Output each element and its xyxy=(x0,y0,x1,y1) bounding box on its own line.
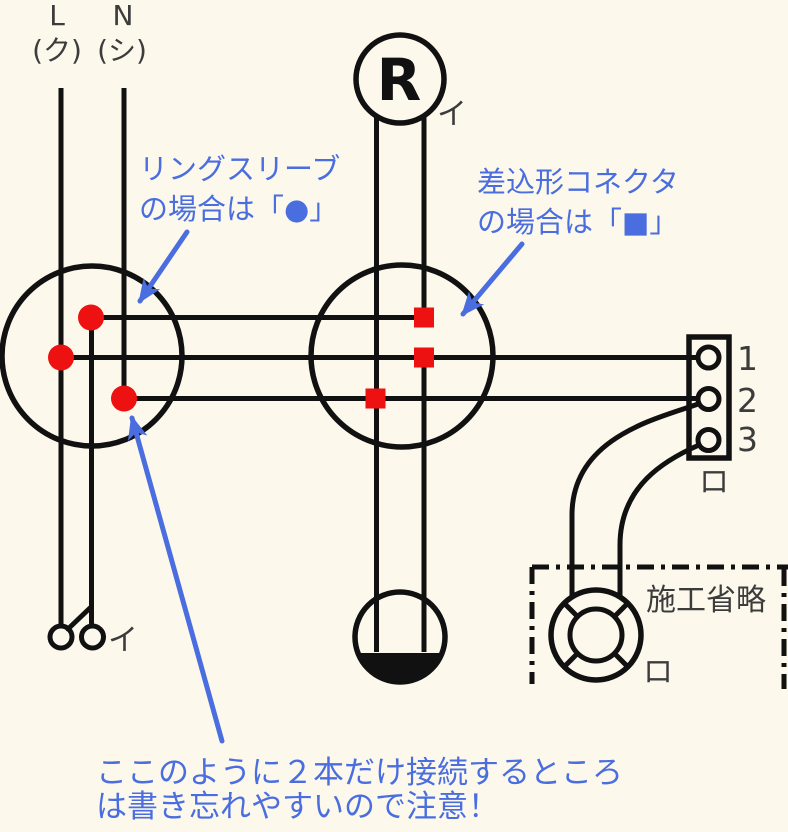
annotation-push-in-connector: 差込形コネクタ の場合は「■」 xyxy=(460,165,679,317)
annotation-arrow-ring-sleeve xyxy=(137,229,190,304)
annotation-arrow-push-in xyxy=(460,241,525,317)
source-labels: L (ク) N (シ) xyxy=(32,0,147,67)
switch-terminal-right-circle xyxy=(79,623,106,651)
source-neutral-note: (シ) xyxy=(97,34,147,67)
omitted-lamp-circuit-label: ロ xyxy=(643,655,673,690)
omitted-lamp-outer-circle xyxy=(548,587,644,683)
omitted-lamp-spoke-se xyxy=(612,651,630,669)
switch-pair: イ xyxy=(47,605,138,658)
ring-sleeve-dot-left xyxy=(48,344,74,371)
lamp-r-letter: R xyxy=(377,46,422,114)
lamp-r-circuit-label: イ xyxy=(437,97,467,132)
switch-terminal-left-circle xyxy=(47,623,75,651)
terminal-2-circle xyxy=(695,386,722,412)
omitted-lamp-spoke-ne xyxy=(612,601,630,619)
omitted-caption: 施工省略 xyxy=(646,583,766,618)
push-in-connector-square-top xyxy=(414,307,434,328)
terminal-2-label: 2 xyxy=(737,381,758,420)
lamp-receptacle-r: R イ xyxy=(353,32,467,132)
annotation-ring-sleeve: リングスリーブ の場合は「●」 xyxy=(137,152,340,304)
push-in-connector-square-middle xyxy=(414,347,434,368)
push-in-connector-square-bottom xyxy=(365,388,386,409)
construction-omitted-section: 施工省略 ロ xyxy=(529,564,788,690)
omitted-lamp-wire-right xyxy=(617,442,701,599)
annotation-note: ここのように２本だけ接続するところ は書き忘れやすいので注意！ xyxy=(96,415,623,825)
terminal-block: 1 2 3 ロ xyxy=(686,334,758,500)
annotation-arrow-note xyxy=(128,415,225,744)
omitted-lamp-wire-left xyxy=(569,401,699,598)
circuit-wires xyxy=(58,88,701,652)
annotation-ring-sleeve-line1: リングスリーブ xyxy=(139,152,340,186)
source-live-note: (ク) xyxy=(32,34,82,67)
ring-sleeve-dot-top xyxy=(78,304,104,331)
junction-box-middle-circle xyxy=(308,262,496,450)
annotation-note-line2: は書き忘れやすいので注意！ xyxy=(96,789,499,825)
annotation-push-in-line1: 差込形コネクタ xyxy=(477,165,679,199)
connection-marks xyxy=(48,304,434,412)
ring-sleeve-dot-bottom xyxy=(111,385,137,412)
switch-lever xyxy=(65,605,93,632)
annotation-note-line1: ここのように２本だけ接続するところ xyxy=(96,755,623,791)
source-live-label: L xyxy=(49,0,65,32)
switch-circuit-label: イ xyxy=(108,623,138,658)
terminal-3-label: 3 xyxy=(737,420,758,459)
annotation-ring-sleeve-line2: の場合は「●」 xyxy=(139,192,338,226)
terminal-3-circle xyxy=(695,427,722,453)
source-neutral-label: N xyxy=(113,0,134,32)
junction-box-left-circle xyxy=(0,263,185,449)
annotation-push-in-line2: の場合は「■」 xyxy=(477,205,678,239)
terminal-1-label: 1 xyxy=(737,339,758,378)
omitted-lamp-inner-circle xyxy=(567,606,625,664)
outlet-symbol xyxy=(352,589,448,685)
omitted-lamp-symbol xyxy=(548,587,644,683)
lamp-r-circle xyxy=(353,32,447,126)
omitted-lamp-spoke-nw xyxy=(562,601,580,619)
outlet-circle xyxy=(352,589,448,685)
terminal-block-circuit-label: ロ xyxy=(699,465,729,500)
terminal-1-circle xyxy=(695,344,722,371)
terminal-block-rect xyxy=(686,334,732,461)
omitted-lamp-spoke-sw xyxy=(562,651,580,669)
